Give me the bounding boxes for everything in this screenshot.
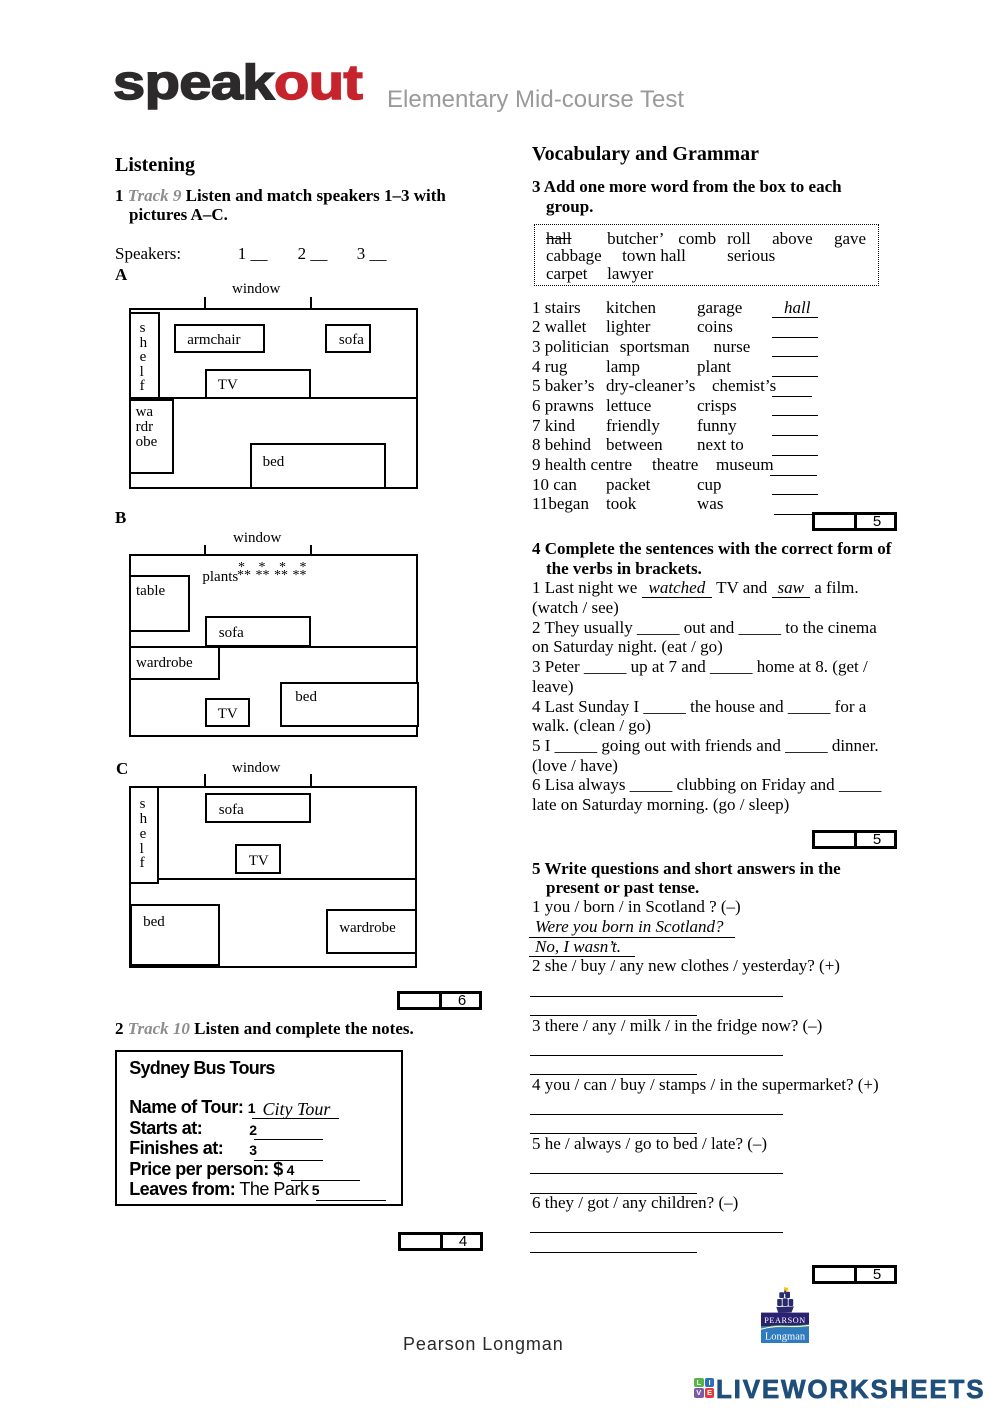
svg-text:PEARSON: PEARSON <box>764 1316 806 1325</box>
svg-text:Longman: Longman <box>765 1332 806 1343</box>
